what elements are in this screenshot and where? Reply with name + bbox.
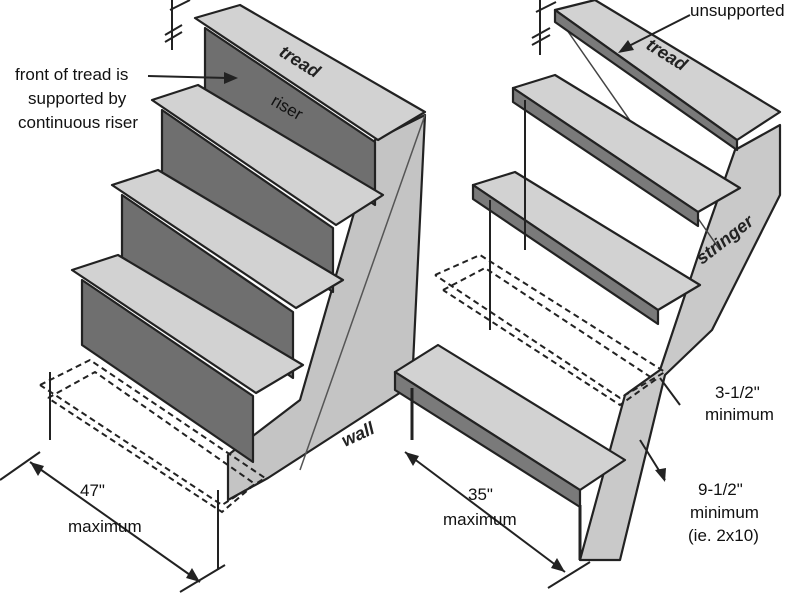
left-top-tick-2 — [164, 24, 183, 36]
left-wall-edge-line — [299, 114, 426, 471]
right-top-tick-2 — [531, 27, 551, 39]
right-callout-unsupported: unsupported — [690, 1, 785, 20]
right-width-ext — [547, 561, 591, 589]
right-depth-dim — [659, 377, 681, 406]
left-top-tick-4 — [169, 0, 191, 11]
left-width-dim-line — [29, 461, 201, 583]
right-dashed-step-inner — [442, 266, 657, 407]
left-tread-5 — [193, 3, 427, 142]
left-riser-4 — [160, 108, 335, 294]
left-stair: front of tread is supported by continuou… — [0, 0, 427, 593]
left-width-value: 47" — [80, 481, 105, 500]
right-width-value: 35" — [468, 485, 493, 504]
left-dashed-bottom-step-inner — [47, 370, 257, 514]
left-tread-4 — [150, 83, 385, 227]
left-dashed-bottom-step — [39, 358, 267, 507]
right-top-tick-3 — [531, 34, 551, 46]
left-riser-5 — [203, 26, 377, 207]
left-callout-line-3: continuous riser — [18, 113, 138, 132]
right-size-arrow — [655, 468, 666, 482]
left-callout-line-2: supported by — [28, 89, 127, 108]
right-tread-2-front — [471, 183, 660, 326]
right-stringer — [578, 123, 782, 562]
right-tread-1 — [393, 343, 627, 492]
left-callout-arrowhead — [224, 72, 238, 84]
left-tread-3 — [110, 168, 345, 310]
right-stringer-size-limit: minimum — [690, 503, 759, 522]
left-width-arrow-b — [186, 568, 200, 582]
right-top-tick-4 — [535, 1, 557, 13]
right-callout-arrow — [624, 14, 691, 49]
right-width-arrow-a — [405, 452, 419, 466]
right-stringer-size-value: 9-1/2" — [698, 480, 743, 499]
right-tread-3-front — [511, 86, 700, 228]
right-stringer-depth-limit: minimum — [705, 405, 774, 424]
right-width-dim-line — [404, 451, 566, 573]
left-width-ext-2 — [179, 564, 226, 593]
left-width-limit: maximum — [68, 517, 142, 536]
right-tread-4-front — [553, 8, 739, 152]
left-wall — [226, 113, 427, 502]
left-top-tick-3 — [164, 31, 183, 43]
left-callout-line-1: front of tread is — [15, 65, 128, 84]
right-width-arrow-b — [551, 558, 565, 572]
left-width-arrow-a — [30, 462, 44, 476]
right-width-limit: maximum — [443, 510, 517, 529]
left-width-ext — [0, 451, 41, 481]
right-stringer-size-example: (ie. 2x10) — [688, 526, 759, 545]
left-riser-3 — [120, 193, 295, 380]
right-dashed-step — [434, 253, 667, 400]
left-tread-2 — [70, 253, 305, 395]
left-riser-2 — [80, 278, 255, 464]
right-stair: unsupported tread stringer 35" maximum 3… — [393, 0, 785, 589]
right-callout-arrowhead — [618, 40, 634, 53]
right-stringer-depth-value: 3-1/2" — [715, 383, 760, 402]
left-callout-arrow — [147, 75, 229, 79]
